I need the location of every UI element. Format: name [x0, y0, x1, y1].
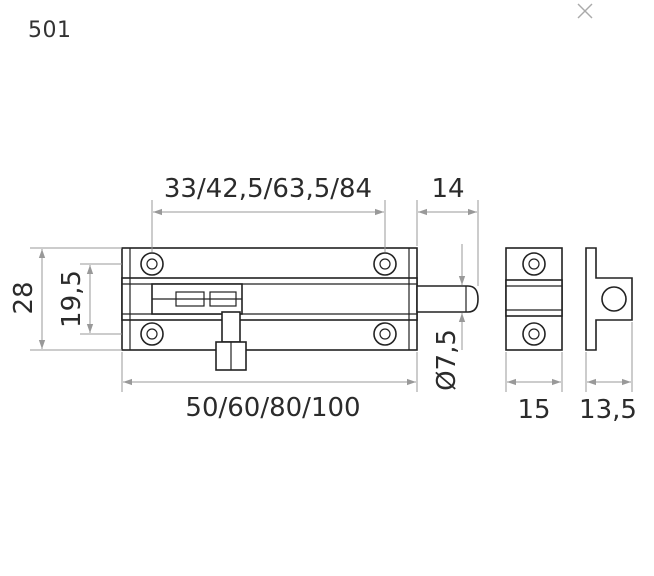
dim-height-inner: 19,5	[57, 270, 87, 328]
close-icon[interactable]	[574, 0, 596, 22]
screw-hole-top-left	[140, 252, 164, 276]
dim-bolt-throw: 14	[431, 174, 464, 204]
screw-hole-bottom-right	[373, 322, 397, 346]
bolt-body	[121, 247, 479, 371]
handle-stem	[221, 311, 241, 343]
dim-height-total: 28	[9, 281, 39, 314]
bolt-rod	[416, 285, 479, 313]
dim-keeper-depth: 13,5	[579, 395, 637, 425]
product-code: 501	[28, 18, 72, 43]
keeper-side	[585, 247, 633, 351]
dim-hole-spacing: 33/42,5/63,5/84	[164, 174, 372, 204]
dim-lengths: 50/60/80/100	[185, 393, 360, 423]
keeper-front	[505, 247, 563, 351]
dim-bolt-diameter: Ø7,5	[432, 329, 462, 391]
screw-hole-bottom-left	[140, 322, 164, 346]
screw-hole-top-right	[373, 252, 397, 276]
dim-keeper-width: 15	[517, 395, 550, 425]
